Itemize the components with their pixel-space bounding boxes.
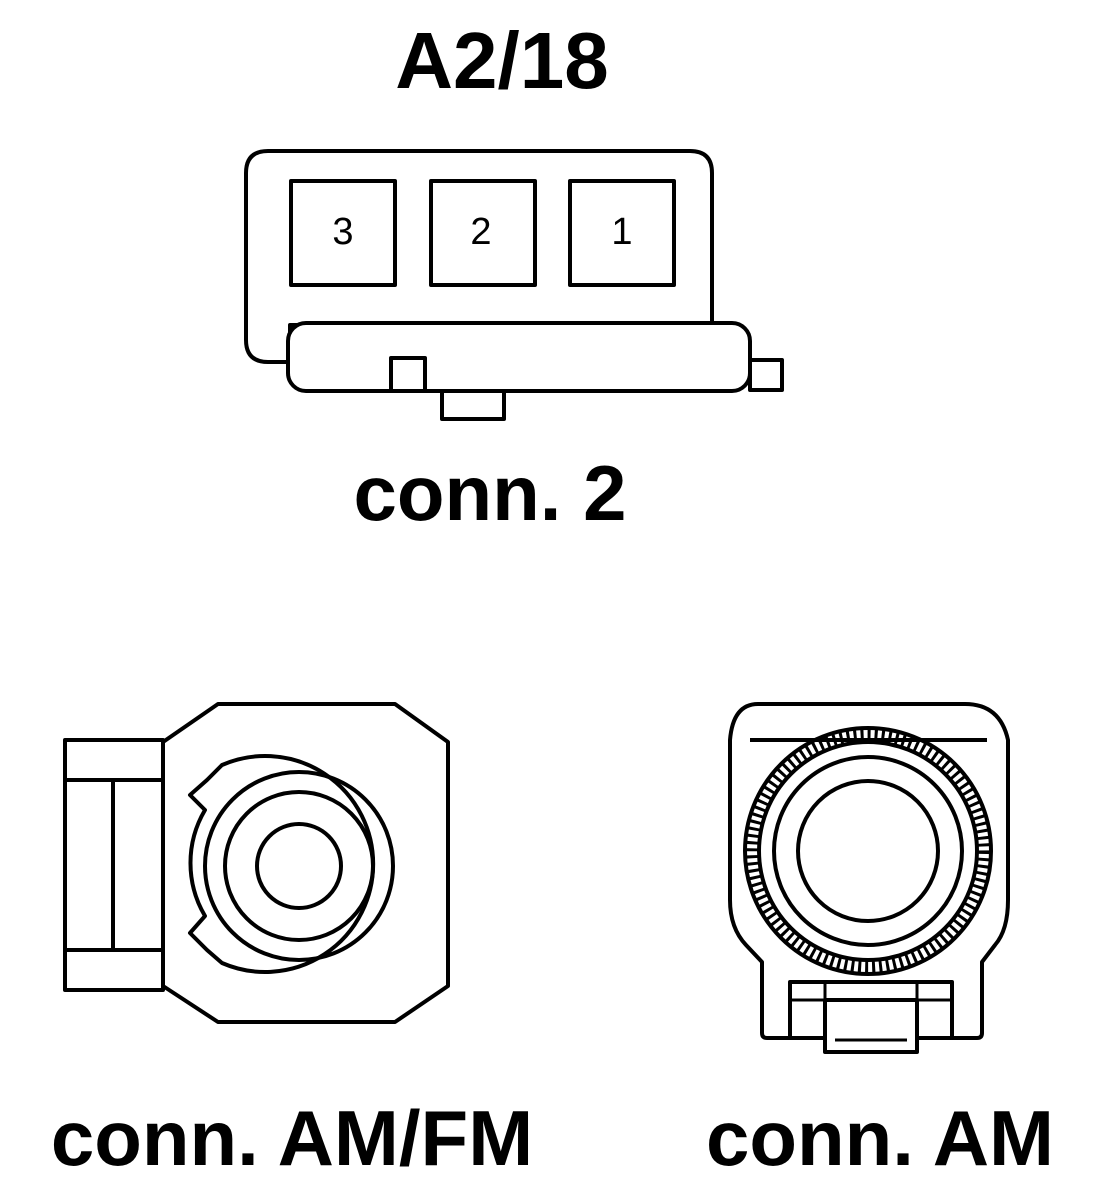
amfm-mid-ring xyxy=(223,790,375,942)
conn2-right-tab xyxy=(748,358,784,392)
pin-label: 3 xyxy=(332,211,353,253)
am-housing xyxy=(728,702,1010,1040)
amfm-label: conn. AM/FM xyxy=(51,1094,533,1178)
am-label: conn. AM xyxy=(706,1094,1054,1178)
pin-label: 1 xyxy=(611,211,632,253)
conn2-drawing: 3 2 1 xyxy=(244,149,784,421)
am-latch xyxy=(823,998,919,1054)
amfm-drawing xyxy=(63,702,450,1024)
pin-label: 2 xyxy=(470,211,491,253)
am-mid-ring xyxy=(772,755,964,947)
amfm-outer-ring xyxy=(203,770,395,962)
conn2-inner-tab xyxy=(389,356,427,393)
amfm-keyed-ring xyxy=(188,754,376,974)
conn2-pin-1: 1 xyxy=(568,179,676,287)
am-drawing xyxy=(728,702,1010,1054)
diagram-title: A2/18 xyxy=(395,16,608,105)
am-knurled-ring xyxy=(744,727,992,975)
conn2-housing xyxy=(244,149,714,364)
conn2-pin-3: 3 xyxy=(289,179,397,287)
conn2-bottom-key xyxy=(440,389,506,421)
am-inner-ring xyxy=(796,779,940,923)
amfm-housing xyxy=(161,702,450,1024)
conn2-latch-bar xyxy=(286,321,752,393)
conn2-label: conn. 2 xyxy=(353,449,626,537)
conn2-pin-2: 2 xyxy=(429,179,537,287)
amfm-inner-ring xyxy=(255,822,343,910)
